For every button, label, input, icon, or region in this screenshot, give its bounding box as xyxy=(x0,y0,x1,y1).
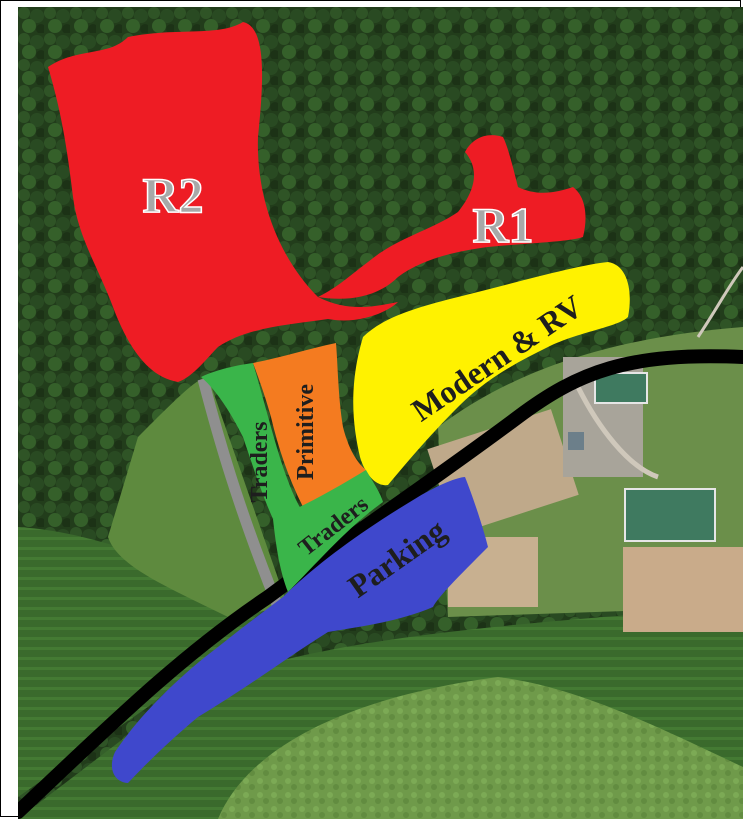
zone-traders-1[interactable] xyxy=(201,363,303,519)
zone-r2[interactable] xyxy=(48,22,398,382)
shed-building xyxy=(568,432,584,450)
arena-plot-3 xyxy=(623,547,743,632)
label-primitive: Primitive xyxy=(293,384,319,480)
zone-parking[interactable] xyxy=(111,477,488,783)
label-r2: R2 xyxy=(142,167,203,223)
farm-lane xyxy=(575,385,659,480)
barn-building-large xyxy=(624,488,716,542)
zone-primitive[interactable] xyxy=(253,343,366,507)
zone-traders-2[interactable] xyxy=(273,470,383,592)
grass-clearing xyxy=(108,377,288,617)
label-traders-1: Traders xyxy=(247,422,273,503)
zone-r1[interactable] xyxy=(318,135,586,299)
trail-right xyxy=(696,266,743,338)
label-r1: R1 xyxy=(472,197,533,253)
aerial-map: R2 R1 Modern & RV Primitive Traders Trad… xyxy=(18,7,743,819)
pasture xyxy=(218,677,743,819)
barn-building-small xyxy=(594,372,648,404)
zone-modern-rv[interactable] xyxy=(353,262,630,486)
gravel-road xyxy=(197,377,284,610)
main-road xyxy=(18,349,743,819)
